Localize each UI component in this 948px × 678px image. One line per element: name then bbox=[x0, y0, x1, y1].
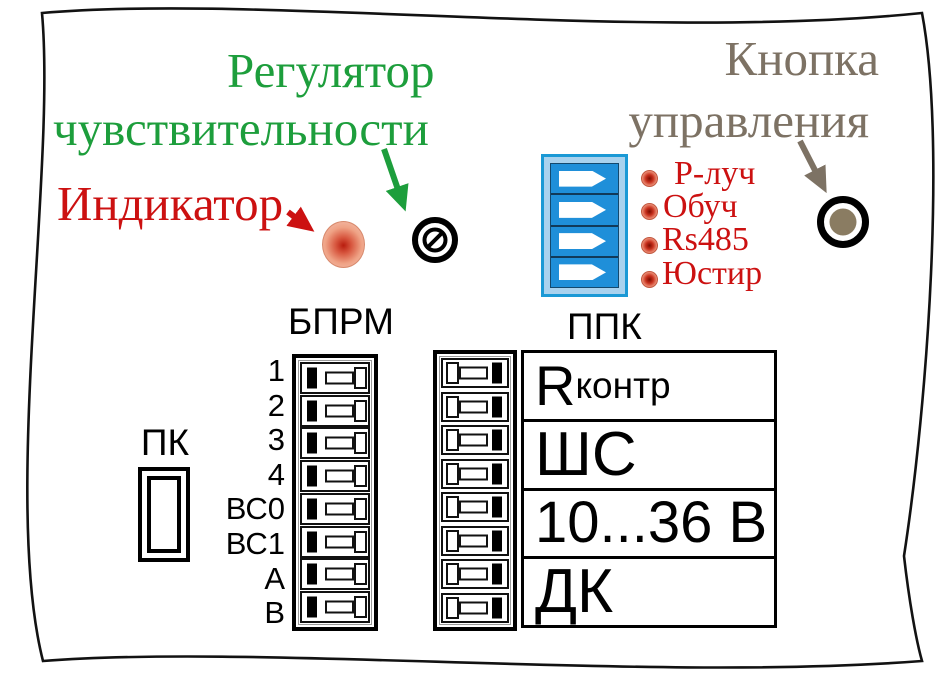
bprm-pin-label-a: А bbox=[264, 560, 285, 596]
dip-arrow-icon bbox=[559, 233, 606, 250]
power-text: 10...36 В bbox=[535, 490, 768, 556]
dip-switch-inner bbox=[550, 163, 619, 288]
bprm-pin-label-vs0: ВС0 bbox=[225, 491, 285, 527]
control-button-label-line2: управления bbox=[628, 93, 869, 148]
bprm-pin-label-4: 4 bbox=[267, 456, 285, 492]
dip-arrow-icon bbox=[559, 264, 606, 281]
terminal-cell bbox=[300, 492, 370, 525]
terminal-cell bbox=[441, 458, 509, 489]
terminal-cell bbox=[300, 362, 370, 394]
sensitivity-label-line2: чувствительности bbox=[53, 101, 429, 156]
led-label-adjust: Юстир bbox=[662, 255, 763, 292]
terminal-cell bbox=[300, 460, 370, 493]
bprm-pin-label-vs1: ВС1 bbox=[225, 526, 285, 561]
dip-switch-4 bbox=[551, 258, 618, 287]
sensitivity-label-line1: Регулятор bbox=[227, 43, 435, 98]
ppk-terminal-block bbox=[433, 350, 517, 631]
bprm-title: БПРМ bbox=[288, 301, 394, 342]
control-button-arrow bbox=[797, 139, 827, 194]
table-row-dk: ДК bbox=[524, 559, 774, 625]
bprm-pin-label-b: В bbox=[264, 595, 285, 631]
terminal-cell bbox=[300, 558, 370, 591]
control-button-label-line1: Кнопка bbox=[724, 31, 879, 86]
terminal-cell bbox=[300, 590, 370, 623]
dip-switch-block bbox=[541, 154, 628, 297]
dip-switch-2 bbox=[551, 195, 618, 227]
terminal-cell bbox=[441, 391, 509, 422]
bprm-pin-label-1: 1 bbox=[267, 353, 285, 388]
table-row-power: 10...36 В bbox=[524, 491, 774, 560]
rkontr-sub: контр bbox=[575, 365, 671, 407]
panel-border bbox=[26, 7, 935, 669]
terminal-cell bbox=[441, 592, 509, 623]
bprm-terminal-block bbox=[292, 354, 378, 631]
led-rbeam-icon bbox=[641, 170, 658, 187]
led-adjust-icon bbox=[641, 271, 658, 288]
led-label-rbeam: Р-луч bbox=[674, 155, 756, 192]
bprm-terminal-frame bbox=[298, 360, 372, 625]
shs-text: ШС bbox=[535, 419, 637, 489]
terminal-cell bbox=[441, 492, 509, 523]
sensitivity-arrow bbox=[381, 148, 409, 212]
ppk-terminal-frame bbox=[439, 356, 511, 625]
bprm-pin-label-3: 3 bbox=[267, 422, 285, 458]
rkontr-main: R bbox=[535, 353, 576, 417]
potentiometer-icon bbox=[412, 217, 458, 263]
dip-switch-3 bbox=[551, 227, 618, 258]
led-rs485-icon bbox=[641, 237, 658, 254]
led-label-learn: Обуч bbox=[663, 188, 738, 225]
indicator-arrow bbox=[286, 206, 315, 232]
terminal-cell bbox=[300, 525, 370, 558]
control-button bbox=[817, 196, 869, 248]
terminal-cell bbox=[300, 394, 370, 427]
pk-jumper-inner bbox=[147, 476, 181, 553]
pk-label: ПК bbox=[140, 422, 190, 463]
led-label-rs485: Rs485 bbox=[662, 221, 749, 258]
pk-jumper bbox=[138, 467, 190, 562]
terminal-cell bbox=[441, 559, 509, 590]
dip-arrow-icon bbox=[559, 201, 606, 218]
dk-text: ДК bbox=[535, 557, 614, 627]
ppk-title: ППК bbox=[567, 306, 642, 347]
terminal-cell bbox=[441, 358, 509, 388]
terminal-cell bbox=[441, 425, 509, 456]
dip-switch-1 bbox=[551, 164, 618, 196]
table-row-shs: ШС bbox=[524, 422, 774, 491]
led-learn-icon bbox=[641, 203, 658, 220]
bprm-pin-label-2: 2 bbox=[267, 387, 285, 423]
terminal-cell bbox=[441, 525, 509, 556]
indicator-led bbox=[322, 221, 365, 268]
dip-arrow-icon bbox=[559, 170, 606, 187]
indicator-label: Индикатор bbox=[57, 176, 284, 231]
terminal-cell bbox=[300, 427, 370, 460]
